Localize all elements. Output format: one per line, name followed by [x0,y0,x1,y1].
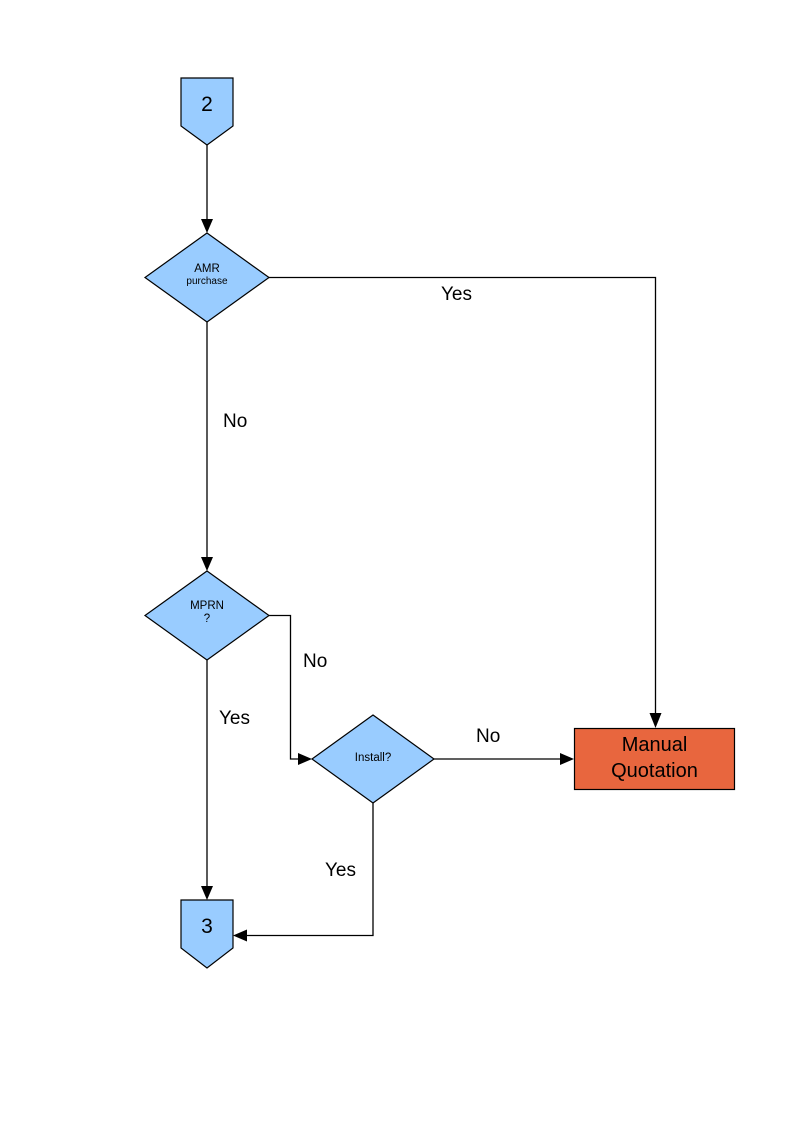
process-manual-quotation-shape [573,727,736,791]
edge-label-install-no: No [476,726,501,747]
arrowhead-into-amr [201,219,213,233]
arrowhead-into-3-right [233,929,247,942]
process-manual-quotation-label: Manual Quotation [575,732,734,784]
offpage-connector-3-label: 3 [201,915,213,938]
arrowhead-into-mprn [201,557,213,571]
decision-amr-purchase-label: AMR purchase [145,263,269,288]
edge-label-amr-no: No [223,411,248,432]
arrowheads [201,219,662,942]
edge-amr-yes [269,276,657,713]
decision-install-label: Install? [354,752,392,764]
offpage-connector-2-label: 2 [201,93,213,116]
decision-mprn-label: MPRN ? [145,600,269,626]
arrowhead-into-install [298,753,312,765]
amr-label-line2: purchase [186,276,228,287]
mprn-label-line2: ? [203,613,211,625]
arrowhead-into-manual-quotation-top [649,713,662,728]
decision-mprn-shape [143,570,271,661]
amr-label-line1: AMR [194,263,220,275]
edge-mprn-no [269,614,299,760]
nodes [143,77,736,969]
edge-label-install-yes: Yes [325,860,356,881]
offpage-connector-2-shape [180,77,234,146]
connector-lines [206,145,657,937]
edge-label-mprn-no: No [303,651,328,672]
decision-amr-purchase-shape [143,232,271,323]
decision-install-shape [310,714,436,804]
mprn-label-line1: MPRN [190,600,224,612]
edge-install-yes [246,803,374,937]
manual-quotation-line2: Quotation [611,760,698,782]
arrowhead-into-3-top [201,886,213,900]
edge-label-mprn-yes: Yes [219,708,250,729]
offpage-connector-3-shape [180,899,234,969]
arrowhead-into-manual-quotation-left [560,753,574,765]
manual-quotation-line1: Manual [621,734,688,756]
edge-label-amr-yes: Yes [441,284,472,305]
